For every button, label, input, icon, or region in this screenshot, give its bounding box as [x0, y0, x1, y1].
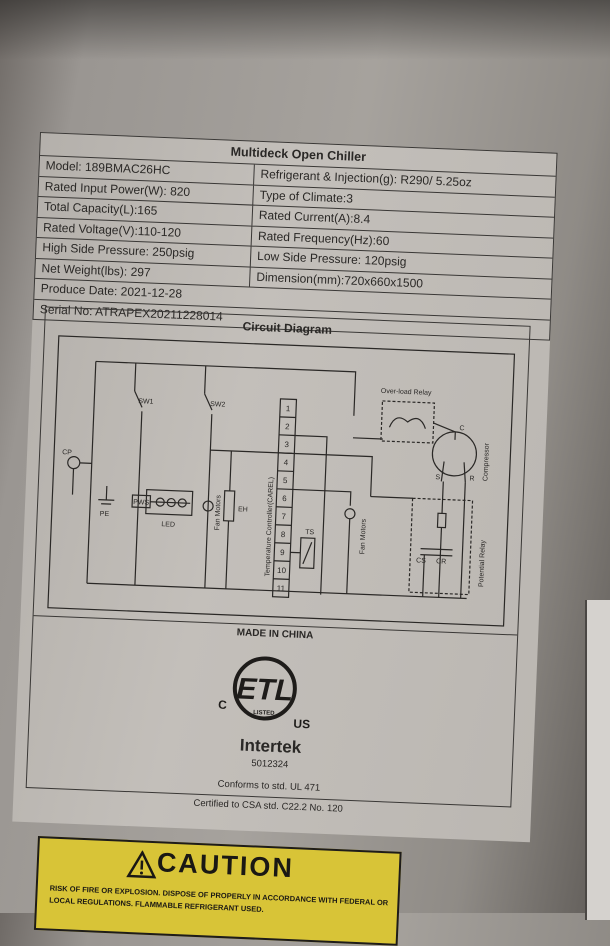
caution-sticker: CAUTION RISK OF FIRE OR EXPLOSION. DISPO… [34, 836, 402, 946]
label-sw2: SW2 [210, 401, 226, 409]
caution-heading: CAUTION [156, 847, 294, 884]
terminal-label: 11 [277, 584, 286, 593]
label-eh: EH [238, 506, 248, 513]
terminal-label: 6 [282, 494, 287, 503]
terminal-label: 3 [284, 440, 289, 449]
terminal-label: 9 [280, 548, 285, 557]
label-cs: CS [416, 557, 426, 564]
terminal-label: 7 [281, 512, 286, 521]
side-panel [585, 600, 610, 920]
etl-us: US [293, 717, 310, 732]
label-s: S [435, 474, 440, 481]
label-pws: PWS [133, 499, 150, 507]
top-shadow [0, 0, 610, 60]
label-fan-motors-left: Fan Motors [214, 494, 222, 530]
label-c: C [459, 425, 464, 432]
caution-text: RISK OF FIRE OR EXPLOSION. DISPOSE OF PR… [49, 883, 389, 922]
terminal-label: 5 [283, 476, 288, 485]
label-pe: PE [100, 511, 110, 518]
terminal-label: 4 [284, 458, 289, 467]
label-cp: CP [62, 449, 72, 456]
terminal-label: 2 [285, 422, 290, 431]
warning-triangle-icon [126, 850, 157, 879]
label-r: R [469, 476, 474, 483]
terminal-label: 8 [281, 530, 286, 539]
label-cr: CR [436, 558, 446, 565]
circuit-diagram: CP PE SW1 SW2 PWS LED Fan Motors EH Temp… [46, 334, 517, 630]
label-overload: Over-load Relay [381, 388, 432, 397]
terminal-label: 10 [277, 566, 287, 575]
label-led: LED [161, 521, 175, 529]
etl-letters: ETL [236, 672, 294, 707]
label-compressor: Compressor [482, 442, 491, 481]
circuit-section: Circuit Diagram [26, 306, 531, 807]
etl-logo: ETL LISTED C US [215, 653, 314, 735]
etl-listed: LISTED [253, 710, 275, 717]
label-potential-relay: Potential Relay [478, 539, 487, 587]
rating-label: Multideck Open Chiller Model: 189BMAC26H… [12, 132, 557, 842]
label-ts: TS [305, 529, 315, 536]
terminal-label: 1 [286, 404, 291, 413]
etl-c: C [218, 698, 228, 712]
label-fan-motors-right: Fan Motors [359, 518, 367, 554]
label-sw1: SW1 [138, 398, 154, 406]
